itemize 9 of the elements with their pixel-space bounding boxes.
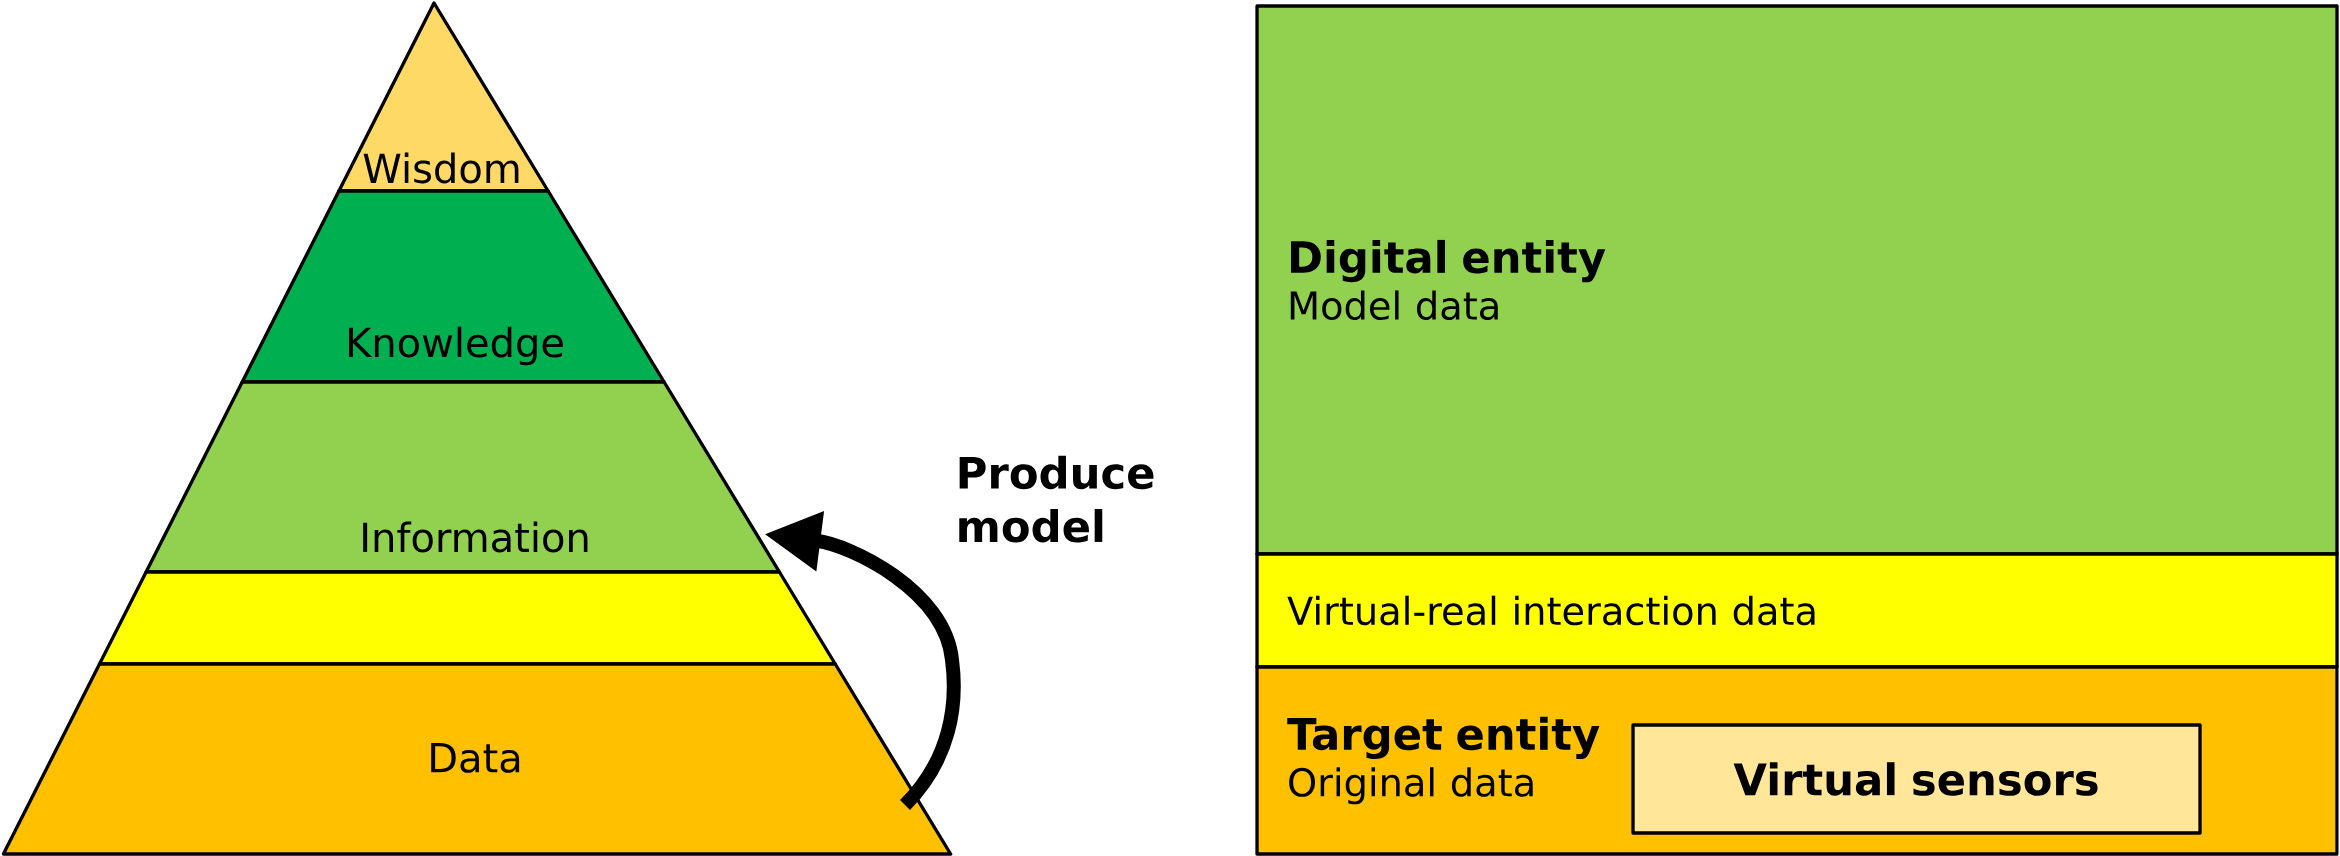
edge-label: Produce model — [959, 455, 1154, 543]
entity-box: Digital entity Model data — [1255, 4, 2339, 556]
pyramid-band: Information — [144, 380, 782, 574]
pyramid-band: Wisdom — [337, 1, 550, 193]
sensor-box: Virtual sensors — [1631, 723, 2202, 835]
pyramid-band: Data — [1, 662, 953, 856]
data-box: Virtual-real interaction data — [1255, 552, 2339, 669]
pyramid-band: Knowledge — [240, 189, 666, 384]
pyramid-band — [97, 570, 837, 666]
